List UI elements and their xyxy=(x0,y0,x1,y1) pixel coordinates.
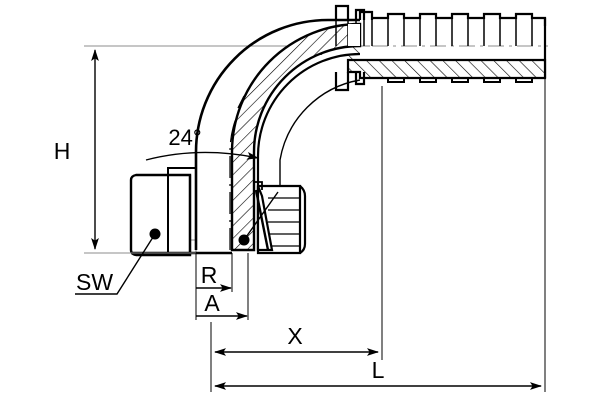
swivel-nut xyxy=(129,167,232,257)
threaded-spigot xyxy=(254,181,307,255)
dimension-label-X: X xyxy=(287,323,302,349)
elbow-to-barb-wall xyxy=(348,24,360,60)
angle-label-24: 24° xyxy=(168,125,201,150)
leader-angle-24: 24° xyxy=(145,95,279,246)
dimension-A: A xyxy=(195,253,249,320)
leader-SW: SW xyxy=(75,228,161,295)
leader-label-SW: SW xyxy=(76,269,113,295)
dimension-R: R xyxy=(195,253,233,292)
dimension-L: L xyxy=(210,78,546,392)
hose-barb xyxy=(334,4,547,92)
dimension-label-R: R xyxy=(201,262,218,288)
dimension-label-L: L xyxy=(372,357,385,383)
dimension-label-H: H xyxy=(54,138,71,164)
dimension-H: H xyxy=(54,45,196,254)
dimension-X: X xyxy=(210,86,383,360)
dimension-label-A: A xyxy=(204,290,220,316)
